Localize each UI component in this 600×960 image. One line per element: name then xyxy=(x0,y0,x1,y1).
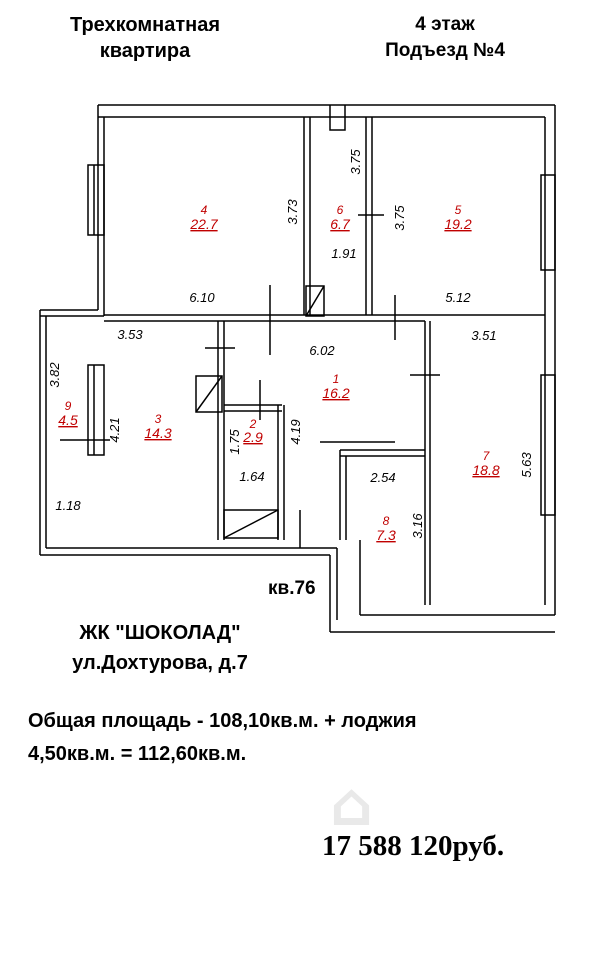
dim-label: 1.75 xyxy=(227,429,242,455)
area-line-2: 4,50кв.м. = 112,60кв.м. xyxy=(28,743,247,765)
room-num-6: 6 xyxy=(337,203,344,217)
area-info: Общая площадь - 108,10кв.м. + лоджия 4,5… xyxy=(28,705,588,771)
apartment-type-title: Трехкомнатная квартира xyxy=(30,12,260,64)
floor-label: 4 этаж xyxy=(415,14,475,35)
dim-label: 2.54 xyxy=(369,470,395,485)
dim-label: 4.21 xyxy=(107,417,122,442)
room-num-2: 2 xyxy=(249,417,257,431)
dim-label: 3.51 xyxy=(471,328,496,343)
entrance-label: Подъезд №4 xyxy=(385,40,505,61)
room-area-3: 14.3 xyxy=(144,425,171,441)
dim-label: 5.63 xyxy=(519,452,534,478)
room-num-8: 8 xyxy=(383,514,390,528)
room-area-6: 6.7 xyxy=(330,216,351,232)
room-area-9: 4.5 xyxy=(58,412,78,428)
dim-label: 3.53 xyxy=(117,327,143,342)
room-num-4: 4 xyxy=(201,203,208,217)
floor-plan: 4 22.7 6 6.7 5 19.2 9 4.5 3 14.3 2 2.9 1… xyxy=(39,104,556,633)
floor-info: 4 этаж Подъезд №4 xyxy=(360,12,530,64)
room-area-1: 16.2 xyxy=(322,385,349,401)
room-area-4: 22.7 xyxy=(189,216,218,232)
dim-label: 3.75 xyxy=(392,205,407,231)
room-num-5: 5 xyxy=(455,203,462,217)
area-line-1: Общая площадь - 108,10кв.м. + лоджия xyxy=(28,710,417,732)
room-area-7: 18.8 xyxy=(472,462,499,478)
room-area-5: 19.2 xyxy=(444,216,471,232)
dim-label: 6.02 xyxy=(309,343,335,358)
dim-label: 1.91 xyxy=(331,246,356,261)
room-num-3: 3 xyxy=(155,412,162,426)
watermark-logo: ⌂ xyxy=(330,770,373,840)
dim-label: 3.75 xyxy=(348,149,363,175)
room-area-2: 2.9 xyxy=(242,429,263,445)
price: 17 588 120руб. xyxy=(322,830,505,862)
room-num-1: 1 xyxy=(333,372,340,386)
dim-label: 3.73 xyxy=(285,199,300,225)
complex-info: ЖК "ШОКОЛАД" ул.Дохтурова, д.7 xyxy=(50,618,270,678)
complex-name: ЖК "ШОКОЛАД" xyxy=(79,622,241,644)
dim-label: 3.16 xyxy=(410,513,425,539)
room-labels: 4 22.7 6 6.7 5 19.2 9 4.5 3 14.3 2 2.9 1… xyxy=(58,203,500,543)
room-area-8: 7.3 xyxy=(376,527,396,543)
dim-label: 1.18 xyxy=(55,498,81,513)
title-line-2: квартира xyxy=(99,40,191,62)
dim-label: 4.19 xyxy=(288,419,303,444)
dim-label: 1.64 xyxy=(239,469,264,484)
plan-walls xyxy=(39,104,556,633)
room-num-9: 9 xyxy=(65,399,72,413)
complex-address: ул.Дохтурова, д.7 xyxy=(72,652,248,674)
apartment-number: кв.76 xyxy=(268,578,316,599)
dimension-labels: 3.73 3.75 3.75 1.91 6.10 5.12 3.53 6.02 … xyxy=(47,149,534,539)
dim-label: 3.82 xyxy=(47,362,62,388)
dim-label: 5.12 xyxy=(445,290,471,305)
room-num-7: 7 xyxy=(483,449,491,463)
title-line-1: Трехкомнатная xyxy=(69,14,221,36)
dim-label: 6.10 xyxy=(189,290,215,305)
